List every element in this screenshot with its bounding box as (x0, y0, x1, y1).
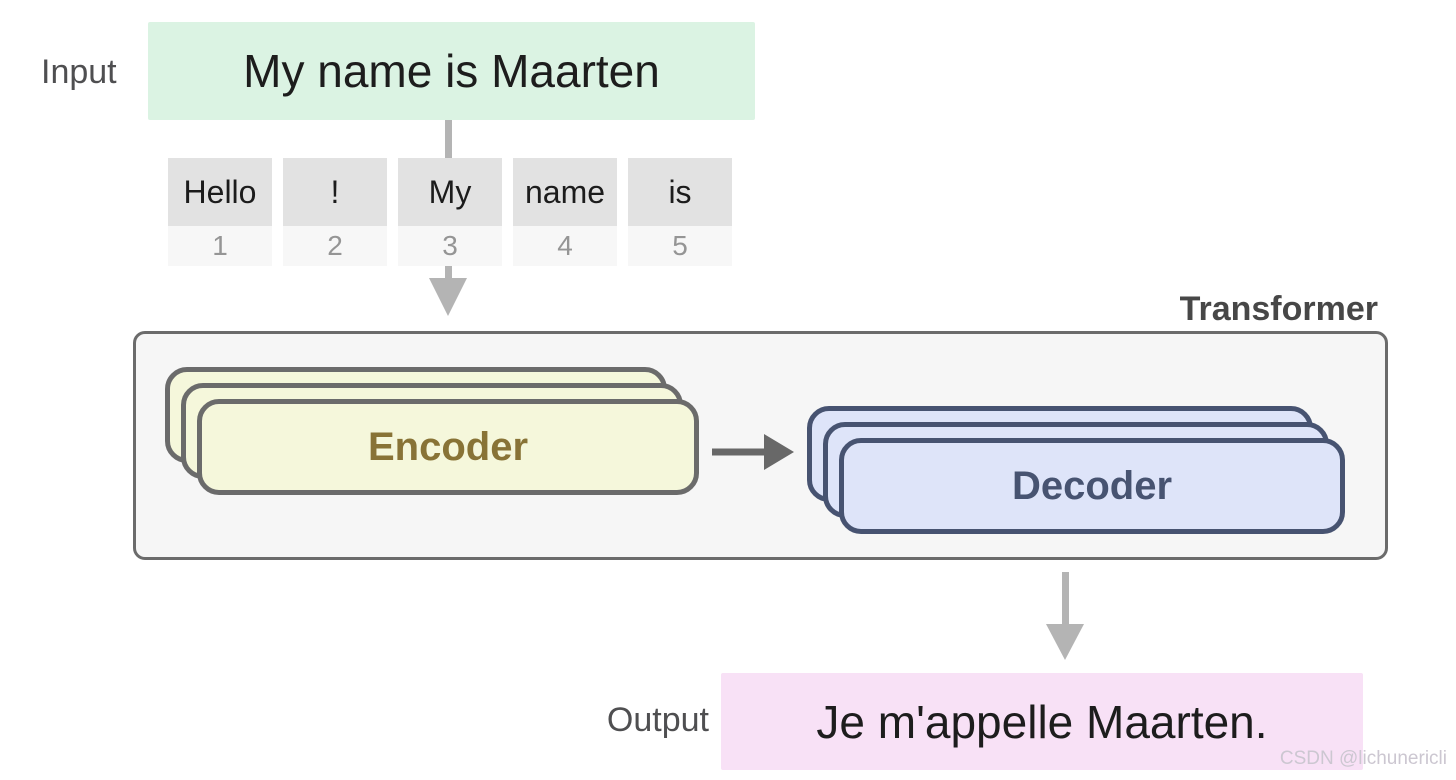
input-sentence-box: My name is Maarten (148, 22, 755, 120)
token-word: Hello (168, 158, 272, 226)
token-word: ! (283, 158, 387, 226)
token-position: 2 (283, 226, 387, 266)
token-box: ! 2 (283, 158, 387, 266)
token-row: Hello 1 ! 2 My 3 name 4 is 5 (168, 158, 732, 266)
output-label: Output (606, 701, 709, 739)
right-arrow-icon (712, 434, 794, 470)
token-box: name 4 (513, 158, 617, 266)
token-word: My (398, 158, 502, 226)
encoder-block: Encoder (197, 399, 699, 495)
decoder-label: Decoder (1011, 463, 1173, 508)
token-box: is 5 (628, 158, 732, 266)
watermark-text: CSDN @lichunericli (1279, 748, 1447, 769)
output-sentence-box: Je m'appelle Maarten. (721, 673, 1363, 770)
input-label: Input (41, 53, 117, 91)
decoder-stack: Decoder (807, 406, 1345, 534)
transformer-label: Transformer (1179, 290, 1378, 328)
encoder-stack: Encoder (165, 367, 699, 495)
token-box: Hello 1 (168, 158, 272, 266)
token-word: name (513, 158, 617, 226)
output-sentence-text: Je m'appelle Maarten. (816, 695, 1268, 748)
encoder-label: Encoder (367, 424, 529, 469)
token-word: is (628, 158, 732, 226)
down-arrow-icon (1046, 572, 1084, 660)
token-position: 5 (628, 226, 732, 266)
input-sentence-text: My name is Maarten (243, 45, 660, 97)
token-position: 4 (513, 226, 617, 266)
token-box: My 3 (398, 158, 502, 266)
token-position: 3 (398, 226, 502, 266)
token-position: 1 (168, 226, 272, 266)
decoder-block: Decoder (839, 438, 1345, 534)
